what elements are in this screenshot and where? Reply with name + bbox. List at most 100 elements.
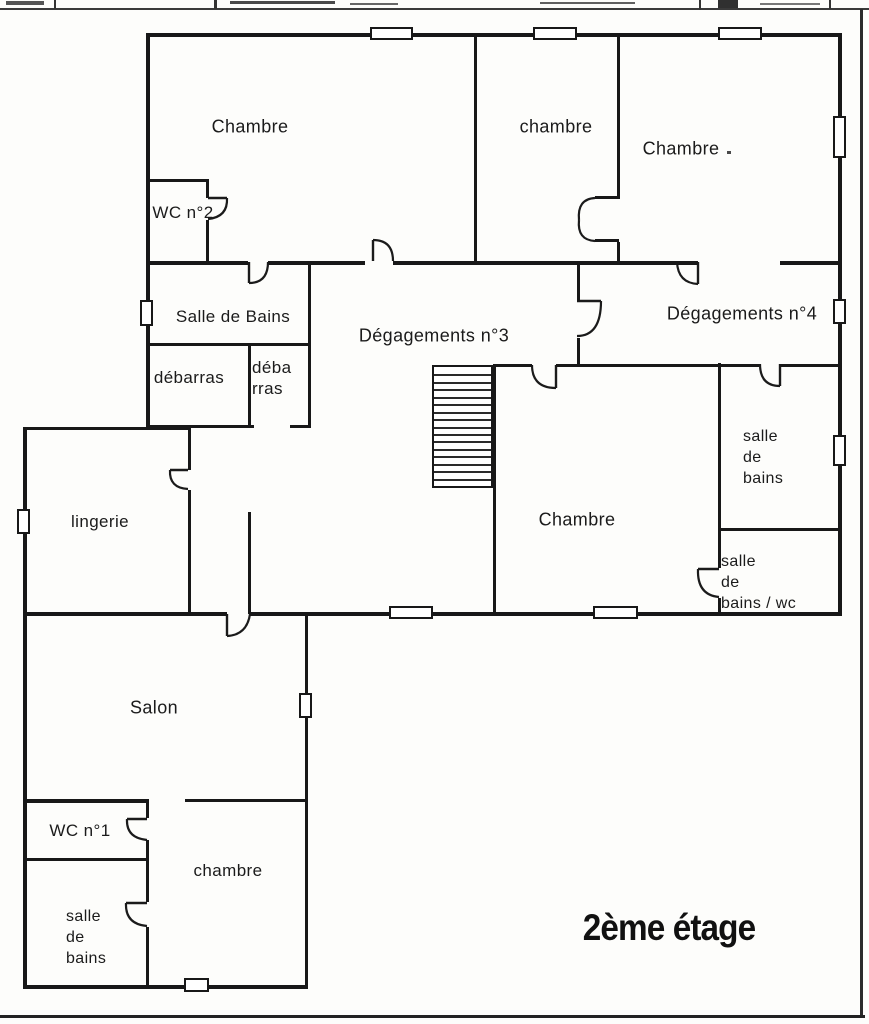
wall-segment	[185, 799, 308, 802]
wall-segment	[556, 364, 759, 367]
door-arc	[125, 818, 148, 842]
room-label-sdb-bottom-left: salle de bains	[66, 906, 106, 969]
stair-tread	[434, 449, 491, 451]
window-symbol	[299, 693, 312, 718]
scan-artifact	[54, 0, 56, 9]
wall-segment	[23, 858, 149, 861]
door-arc	[226, 613, 252, 638]
room-label-sdb-right: salle de bains	[743, 426, 783, 489]
door-arc	[124, 902, 148, 928]
stair-tread	[434, 382, 491, 384]
room-label-salon: Salon	[129, 697, 179, 718]
wall-segment	[146, 425, 254, 428]
door-arc	[577, 219, 596, 243]
room-label-wc2: WC n°2	[152, 203, 214, 222]
stair-tread	[434, 374, 491, 376]
wall-segment	[718, 528, 721, 568]
stair-tread	[434, 441, 491, 443]
window-symbol	[17, 509, 30, 534]
room-label-chambre-center: Chambre	[538, 509, 616, 530]
window-symbol	[833, 435, 846, 466]
stair-tread	[434, 397, 491, 399]
door-arc	[758, 363, 781, 388]
wall-segment	[838, 33, 842, 616]
wall-segment	[617, 33, 620, 199]
wall-segment	[595, 239, 619, 242]
wall-segment	[146, 799, 149, 818]
scan-artifact	[829, 0, 831, 9]
wall-segment	[23, 985, 308, 989]
door-arc	[372, 238, 395, 262]
door-arc	[577, 196, 596, 221]
scan-artifact	[214, 0, 217, 9]
stair-tread	[434, 419, 491, 421]
room-label-sdb-right-line2: de	[743, 449, 762, 466]
window-symbol	[140, 300, 153, 326]
room-label-sdb-wc-line1: salle	[721, 553, 756, 570]
wall-segment	[718, 598, 721, 615]
room-label-chambre-top-left: Chambre	[211, 116, 289, 137]
wall-segment	[617, 242, 620, 263]
window-symbol	[593, 606, 638, 619]
stair-tread	[434, 456, 491, 458]
stair-tread	[434, 479, 491, 481]
room-label-sdb-bl-line3: bains	[66, 950, 107, 967]
wall-segment	[146, 840, 149, 902]
wall-segment	[718, 363, 721, 528]
wall-segment	[577, 261, 580, 301]
window-symbol	[184, 978, 209, 992]
wall-segment	[268, 261, 365, 265]
scan-artifact	[699, 0, 701, 10]
room-label-degagements-3: Dégagements n°3	[358, 325, 510, 346]
room-label-sdb-right-line1: salle	[743, 428, 778, 445]
room-label-debarras-2-line1: déba	[252, 358, 292, 377]
wall-segment	[248, 345, 251, 425]
room-label-chambre-top-mid: chambre	[519, 116, 593, 137]
scan-artifact	[860, 9, 863, 1017]
wall-segment	[23, 799, 149, 803]
stair-tread	[434, 389, 491, 391]
floor-title: 2ème étage	[582, 907, 756, 948]
room-label-sdb-right-line3: bains	[743, 470, 784, 487]
door-arc	[675, 261, 699, 286]
window-symbol	[833, 299, 846, 324]
wall-segment	[146, 343, 311, 346]
wall-segment	[206, 220, 209, 263]
wall-segment	[146, 261, 248, 265]
room-label-sdb-bl-line2: de	[66, 929, 85, 946]
room-label-salle-de-bains: Salle de Bains	[175, 307, 291, 326]
scan-artifact	[760, 3, 820, 5]
scan-artifact	[540, 2, 635, 4]
stair-tread	[434, 427, 491, 429]
wall-segment	[146, 179, 209, 182]
scan-artifact	[230, 1, 335, 4]
room-label-sdb-wc: salle de bains / wc	[721, 551, 796, 614]
room-label-debarras: débarras	[153, 368, 225, 387]
door-arc	[168, 469, 189, 491]
wall-segment	[595, 196, 619, 199]
scan-artifact	[0, 8, 869, 10]
room-label-sdb-bl-line1: salle	[66, 908, 101, 925]
wall-segment	[474, 33, 477, 263]
wall-segment	[206, 179, 209, 198]
wall-segment	[146, 927, 149, 987]
wall-segment	[290, 425, 311, 428]
room-label-sdb-wc-line3: bains / wc	[721, 595, 797, 612]
scan-artifact	[727, 151, 731, 154]
scan-artifact	[350, 3, 398, 5]
wall-segment	[780, 261, 842, 265]
stair-tread	[434, 471, 491, 473]
wall-segment	[188, 490, 191, 614]
wall-segment	[718, 528, 842, 531]
stair-tread	[434, 464, 491, 466]
window-symbol	[833, 116, 846, 158]
room-label-chambre-top-right: Chambre	[642, 138, 720, 159]
room-label-sdb-wc-line2: de	[721, 574, 740, 591]
wall-segment	[23, 612, 227, 616]
wall-segment	[248, 512, 251, 614]
window-symbol	[370, 27, 413, 40]
wall-segment	[146, 33, 842, 37]
window-symbol	[389, 606, 433, 619]
